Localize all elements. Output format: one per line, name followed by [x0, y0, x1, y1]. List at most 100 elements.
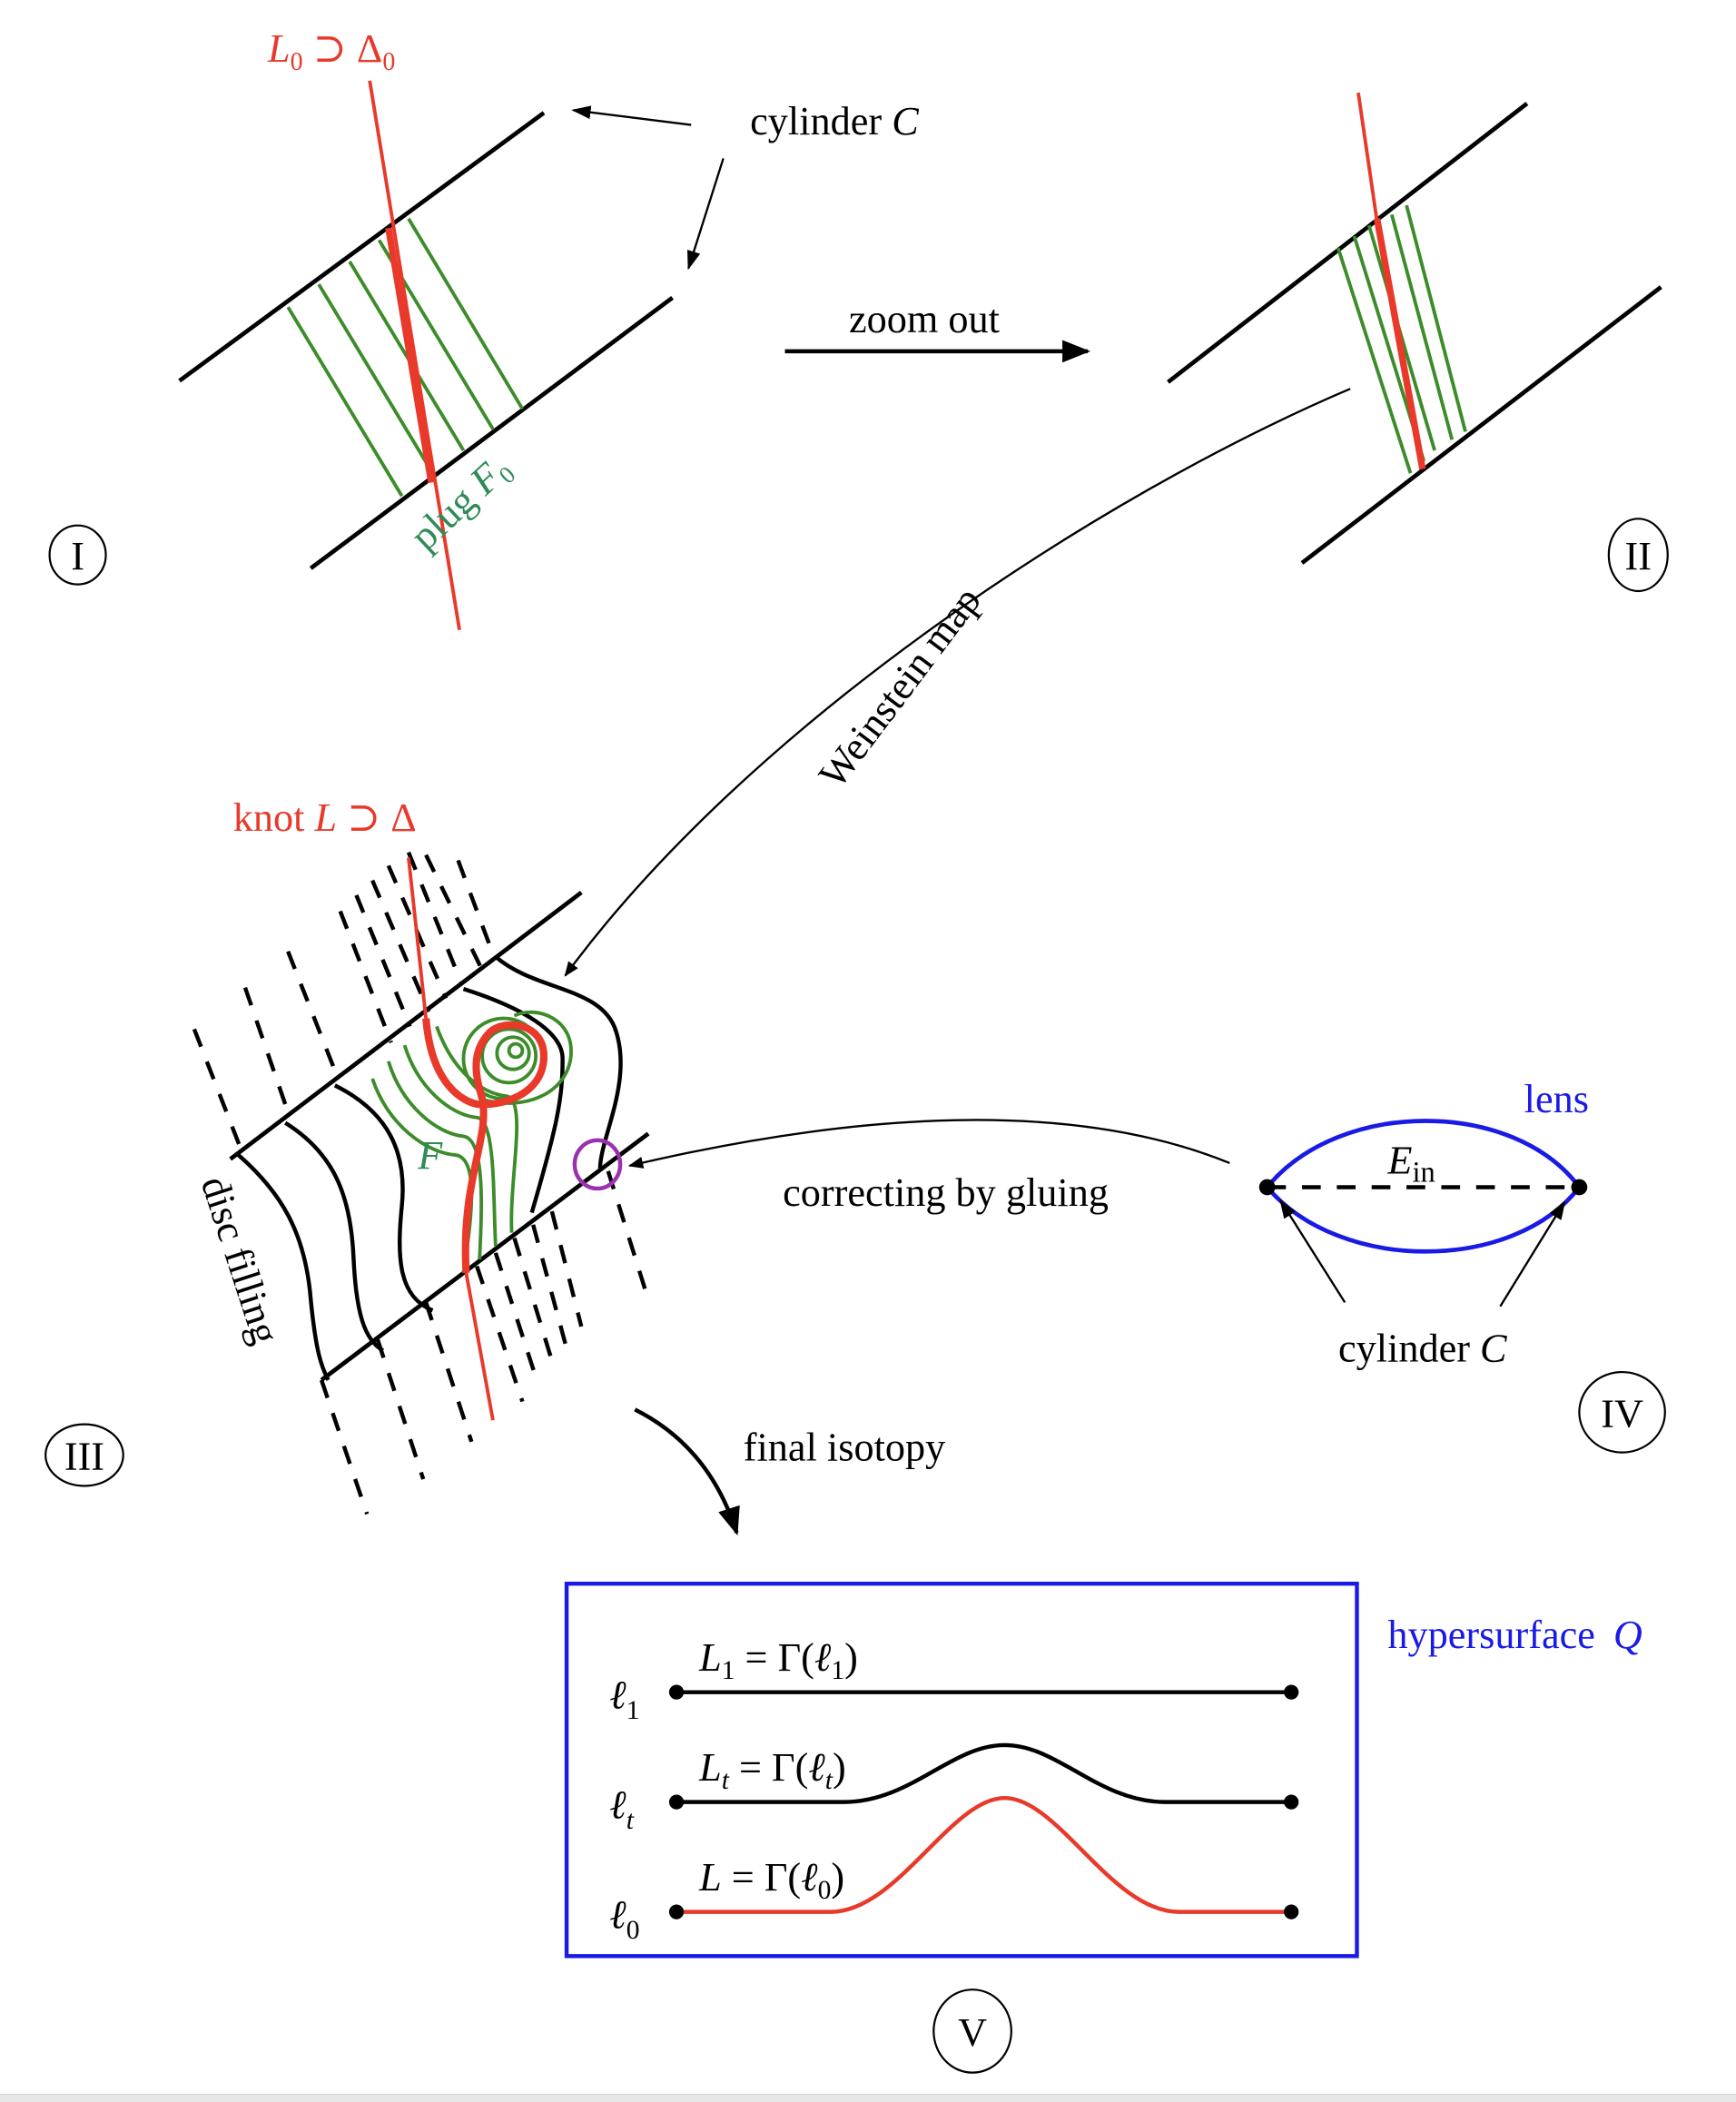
- hypersurface-box: [564, 1581, 1359, 1959]
- lens-endpoint: [1258, 1179, 1276, 1196]
- isotopy-row: ℓt Lt = Γ(ℓt): [609, 1742, 1299, 1835]
- dash-line: [286, 951, 340, 1079]
- lens-label: lens: [1524, 1077, 1589, 1121]
- disc-curve: [494, 955, 623, 1169]
- panel-I: L0 ⊃ Δ0 plug F0 I: [48, 26, 675, 631]
- plug-leaves: [286, 217, 525, 498]
- label-sub2: 0: [382, 48, 395, 76]
- hypersurface-var: Q: [1613, 1613, 1642, 1657]
- panel-V-marker: V: [932, 1989, 1012, 2074]
- lens-lower-arc: [1265, 1185, 1582, 1254]
- dash-line: [375, 1338, 426, 1480]
- weinstein-label: Weinstein map: [810, 578, 989, 796]
- knot-L-thin-upper: [407, 857, 429, 1019]
- knot-L0-thin: [368, 80, 461, 631]
- row-equation-label: L = Γ(ℓ0): [698, 1855, 844, 1905]
- gluing-arrow: correcting by gluing: [627, 1119, 1230, 1215]
- label-delta: Δ: [357, 26, 382, 71]
- cylinder-callout-label: cylinder C: [750, 99, 919, 143]
- panel-V-numeral: V: [958, 2010, 987, 2055]
- row-equation-label: Lt = Γ(ℓt): [698, 1745, 846, 1795]
- panel-III-numeral: III: [64, 1435, 104, 1479]
- weinstein-map-arrow: Weinstein map: [564, 388, 1351, 977]
- panel-III: knot L ⊃ Δ: [44, 795, 651, 1515]
- panel-I-marker: I: [48, 524, 107, 586]
- dash-line: [456, 859, 495, 955]
- row-left-label: ℓt: [609, 1782, 634, 1835]
- knot-thin: [1356, 92, 1379, 222]
- curve-endpoint: [668, 1684, 685, 1700]
- foliation-leaf: [387, 1061, 484, 1260]
- region-var: E: [1386, 1139, 1412, 1183]
- dash-line: [192, 1028, 243, 1150]
- hypersurface-label: hypersurface Q: [1387, 1613, 1642, 1657]
- curve-endpoint: [668, 1904, 685, 1919]
- panel-II: II: [1167, 92, 1669, 593]
- cylinder-edge-lower: [1300, 285, 1662, 565]
- isotopy-curve: [676, 1796, 1292, 1914]
- dash-line: [319, 1379, 370, 1515]
- disc-filling-curves: [237, 955, 623, 1381]
- cylinder-edge-upper: [229, 891, 583, 1161]
- final-isotopy-arrow: final isotopy: [634, 1407, 945, 1536]
- foliation-loop: [480, 1027, 538, 1085]
- panel-IV-marker: IV: [1578, 1370, 1666, 1454]
- gluing-highlight-circle: [572, 1138, 623, 1191]
- cylinder-word: cylinder: [1338, 1326, 1480, 1370]
- label-rel: ⊃: [303, 26, 357, 71]
- cylinder-callout: cylinder C: [571, 99, 919, 271]
- foliation-leaf: [402, 1044, 498, 1247]
- lens-endpoint: [1571, 1179, 1588, 1196]
- cylinder-edge-upper: [178, 111, 546, 383]
- disc-curve: [333, 1083, 434, 1313]
- final-isotopy-label: final isotopy: [744, 1425, 945, 1469]
- panel-III-marker: III: [44, 1423, 124, 1487]
- knot-label: knot L ⊃ Δ: [233, 795, 417, 840]
- plug-leaf: [348, 261, 466, 452]
- final-isotopy-curve: [634, 1407, 740, 1536]
- isotopy-row: ℓ0 L = Γ(ℓ0): [609, 1796, 1299, 1945]
- leaf-label-F: F: [417, 1133, 443, 1178]
- dash-line: [338, 910, 393, 1043]
- plug-leaf: [317, 283, 435, 475]
- plug-leaf: [1389, 213, 1455, 440]
- curve-endpoint: [1284, 1904, 1299, 1919]
- dash-line: [493, 1252, 541, 1387]
- foliation-loop: [495, 1035, 531, 1071]
- knot-L-thick: [422, 1018, 548, 1274]
- curve-endpoint: [668, 1794, 685, 1810]
- gluing-label: correcting by gluing: [783, 1170, 1109, 1215]
- cylinder-word: cylinder: [750, 99, 892, 143]
- knot-word: knot: [233, 795, 315, 840]
- hypersurface-word: hypersurface: [1387, 1613, 1605, 1657]
- dash-line: [354, 894, 412, 1028]
- disc-curve: [284, 1120, 385, 1353]
- dash-line: [424, 854, 485, 972]
- row-left-label: ℓ0: [609, 1892, 639, 1945]
- region-sub: in: [1412, 1157, 1435, 1189]
- zoom-out-label: zoom out: [849, 297, 1001, 341]
- dash-line: [606, 1170, 651, 1301]
- panel-I-numeral: I: [71, 534, 84, 578]
- knot-L0-thick: [385, 227, 435, 484]
- callout-arrow-upper: [571, 105, 692, 126]
- disc-curve: [462, 987, 565, 1214]
- dash-line: [370, 879, 431, 1013]
- cylinder-var: C: [892, 99, 919, 143]
- disc-filling-dashes: [192, 851, 651, 1515]
- dash-line: [512, 1237, 557, 1370]
- cylinder-arrow-right: [1499, 1199, 1566, 1308]
- foliation-loop: [507, 1041, 525, 1060]
- disc-filling-label: disc filling: [192, 1171, 288, 1349]
- cylinder-edge-upper: [1167, 102, 1529, 384]
- isotopy-curve: [676, 1742, 1292, 1804]
- cylinder-var: C: [1480, 1326, 1507, 1370]
- dash-line: [424, 1301, 474, 1443]
- curve-endpoint: [1284, 1794, 1299, 1810]
- curve-endpoint: [1284, 1684, 1299, 1700]
- dash-line: [242, 986, 291, 1113]
